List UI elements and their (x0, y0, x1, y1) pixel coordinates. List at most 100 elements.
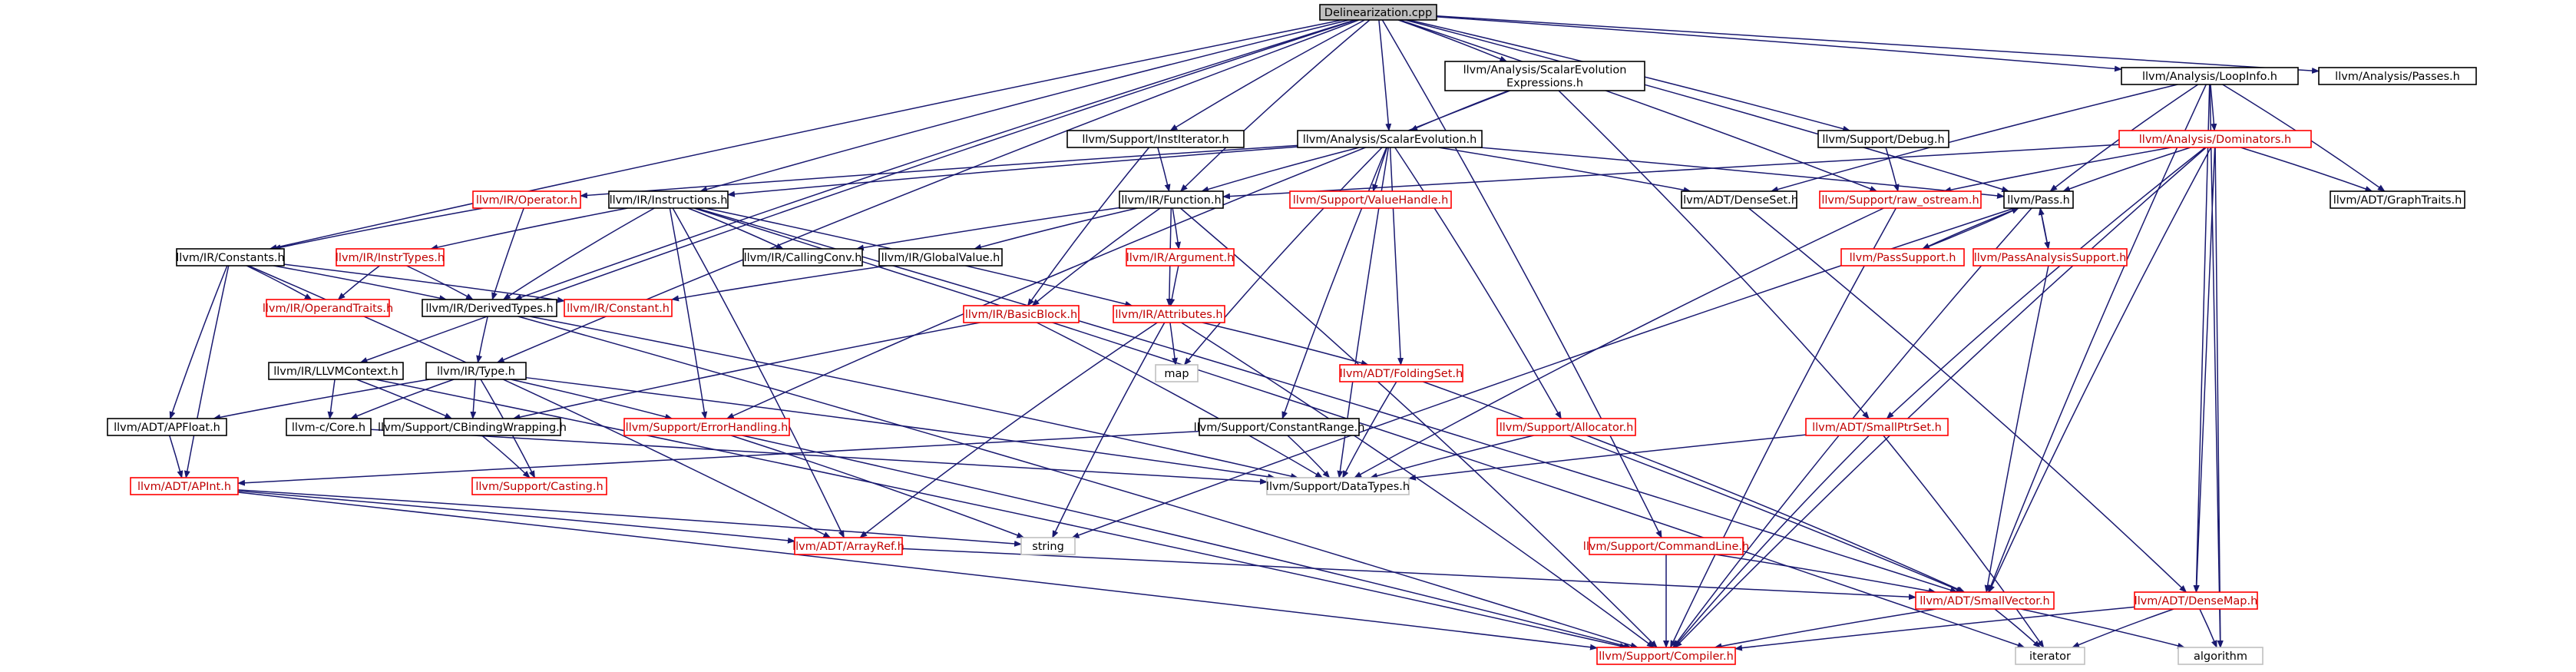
node-box (1297, 130, 1483, 148)
edge-se-to-foldingset (1389, 147, 1404, 366)
edge-rawostream-to-datatypes (1354, 207, 1884, 478)
header-node-rawostream[interactable]: llvm/Support/raw_ostream.h (1819, 190, 1982, 209)
node-label: llvm/Analysis/Dominators.h (2139, 134, 2291, 146)
node-box (1444, 61, 1645, 91)
header-node-apfloat[interactable]: llvm/ADT/APFloat.h (107, 418, 227, 436)
edge-constantrange-to-datatypes (1287, 435, 1331, 478)
node-box (1915, 591, 2055, 610)
node-box (422, 299, 557, 317)
header-node-callingconv[interactable]: llvm/IR/CallingConv.h (742, 248, 863, 266)
node-label: llvm/Support/CommandLine.h (1583, 541, 1749, 553)
header-node-arrayref[interactable]: llvm/ADT/ArrayRef.h (792, 537, 904, 555)
header-node-passes[interactable]: llvm/Analysis/Passes.h (2318, 67, 2477, 85)
edge-constants-to-apint (184, 265, 230, 478)
edge-dominators-to-graphtraits (2240, 147, 2373, 192)
edge-loopinfo-to-densemap (2193, 84, 2211, 593)
node-box (268, 362, 404, 380)
header-node-denseset[interactable]: llvm/ADT/DenseSet.h (1680, 190, 1798, 209)
node-label: llvm/ADT/APInt.h (137, 481, 231, 493)
edge-attributes-to-map (1169, 322, 1178, 366)
header-node-operandtraits[interactable]: llvm/IR/OperandTraits.h (263, 299, 393, 317)
node-box (608, 190, 729, 209)
edge-foldingset-to-smallvector (1422, 381, 1964, 593)
node-label: llvm/IR/GlobalValue.h (881, 252, 1000, 264)
header-node-attributes[interactable]: llvm/IR/Attributes.h (1113, 305, 1225, 323)
header-node-foldingset[interactable]: llvm/ADT/FoldingSet.h (1339, 364, 1463, 382)
node-box (1596, 647, 1736, 665)
header-node-globalvalue[interactable]: llvm/IR/GlobalValue.h (878, 248, 1003, 266)
edge-root-to-instit (1169, 19, 1365, 131)
header-node-compiler[interactable]: llvm/Support/Compiler.h (1596, 647, 1736, 665)
node-label: llvm/IR/DerivedTypes.h (425, 303, 553, 315)
header-node-apint[interactable]: llvm/ADT/APInt.h (130, 477, 239, 495)
edge-passanalysis-to-smallvector (1984, 265, 2049, 593)
edge-instit-to-function (1157, 147, 1171, 192)
header-node-corec[interactable]: llvm-c/Core.h (286, 418, 372, 436)
header-node-sdebug[interactable]: llvm/Support/Debug.h (1817, 130, 1949, 148)
header-node-graphtraits[interactable]: llvm/ADT/GraphTraits.h (2330, 190, 2465, 209)
header-node-function[interactable]: llvm/IR/Function.h (1119, 190, 1224, 209)
node-label: iterator (2029, 650, 2071, 663)
edge-function-to-argument (1172, 207, 1182, 250)
header-node-smallvector[interactable]: llvm/ADT/SmallVector.h (1915, 591, 2055, 610)
header-node-se[interactable]: llvm/Analysis/ScalarEvolution.h (1297, 130, 1483, 148)
node-label: llvm/Support/CBindingWrapping.h (378, 422, 567, 434)
node-box (1266, 477, 1410, 495)
edge-operator-to-derivedtypes (491, 207, 524, 300)
header-node-allocator[interactable]: llvm/Support/Allocator.h (1496, 418, 1636, 436)
node-label: llvm/IR/BasicBlock.h (965, 309, 1077, 321)
node-label: llvm/IR/Constants.h (176, 252, 284, 264)
header-node-constantrange[interactable]: llvm/Support/ConstantRange.h (1194, 418, 1365, 436)
node-label: llvm/ADT/FoldingSet.h (1340, 368, 1463, 380)
header-node-smallptrset[interactable]: llvm/ADT/SmallPtrSet.h (1805, 418, 1949, 436)
header-node-instructions[interactable]: llvm/IR/Instructions.h (608, 190, 729, 209)
edge-function-to-callingconv (855, 207, 1120, 251)
node-label: llvm-c/Core.h (292, 422, 365, 434)
header-node-errorhandling[interactable]: llvm/Support/ErrorHandling.h (623, 418, 790, 436)
header-node-basicblock[interactable]: llvm/IR/BasicBlock.h (963, 305, 1080, 323)
node-box (176, 248, 285, 266)
header-node-operator[interactable]: llvm/IR/Operator.h (472, 190, 581, 209)
edge-constants-to-apfloat (169, 265, 228, 419)
header-node-pass[interactable]: llvm/Pass.h (2003, 190, 2074, 209)
header-node-instrtypes[interactable]: llvm/IR/InstrTypes.h (336, 248, 445, 266)
header-node-passanalysis[interactable]: llvm/PassAnalysisSupport.h (1973, 248, 2128, 266)
edge-llvmcontext-to-corec (327, 379, 336, 419)
header-node-constants[interactable]: llvm/IR/Constants.h (176, 248, 285, 266)
edge-sexp-to-smallptrset (1558, 90, 1870, 419)
edge-llvmcontext-to-cbinding (355, 379, 453, 419)
header-node-loopinfo[interactable]: llvm/Analysis/LoopInfo.h (2121, 67, 2299, 85)
edge-passanalysis-to-pass (2038, 207, 2049, 250)
edge-instrtypes-to-derivedtypes (406, 265, 474, 300)
header-node-llvmcontext[interactable]: llvm/IR/LLVMContext.h (268, 362, 404, 380)
edge-dominators-to-densemap (2193, 147, 2216, 593)
header-node-iterator: iterator (2015, 647, 2085, 665)
node-label: llvm/IR/Function.h (1121, 194, 1221, 207)
header-node-commandline[interactable]: llvm/Support/CommandLine.h (1583, 537, 1749, 555)
node-label: llvm/Support/ErrorHandling.h (626, 422, 789, 434)
edge-se-to-operator (580, 144, 1298, 199)
node-label: llvm/IR/Constant.h (567, 303, 670, 315)
edge-root-to-sexp (1397, 19, 1508, 62)
node-label: llvm/PassAnalysisSupport.h (1974, 252, 2127, 264)
header-node-constant[interactable]: llvm/IR/Constant.h (564, 299, 673, 317)
header-node-argument[interactable]: llvm/IR/Argument.h (1126, 248, 1235, 266)
header-node-passsupport[interactable]: llvm/PassSupport.h (1840, 248, 1965, 266)
node-box (2134, 591, 2258, 610)
header-node-derivedtypes[interactable]: llvm/IR/DerivedTypes.h (422, 299, 557, 317)
header-node-valuehandle[interactable]: llvm/Support/ValueHandle.h (1289, 190, 1452, 209)
header-node-densemap[interactable]: llvm/ADT/DenseMap.h (2134, 591, 2258, 610)
header-node-dominators[interactable]: llvm/Analysis/Dominators.h (2118, 130, 2312, 148)
root-file-node[interactable]: Delinearization.cpp (1319, 4, 1437, 21)
edge-smallptrset-to-datatypes (1408, 434, 1807, 481)
header-node-cbinding[interactable]: llvm/Support/CBindingWrapping.h (378, 418, 567, 436)
node-box (383, 418, 561, 436)
node-box (1319, 4, 1437, 21)
edge-function-to-compiler (1179, 207, 1658, 648)
edge-apfloat-to-apint (168, 435, 184, 478)
header-node-sexp[interactable]: llvm/Analysis/ScalarEvolutionExpressions… (1444, 61, 1645, 91)
header-node-instit[interactable]: llvm/Support/InstIterator.h (1066, 130, 1245, 148)
header-node-type[interactable]: llvm/IR/Type.h (425, 362, 527, 380)
header-node-casting[interactable]: llvm/Support/Casting.h (471, 477, 607, 495)
